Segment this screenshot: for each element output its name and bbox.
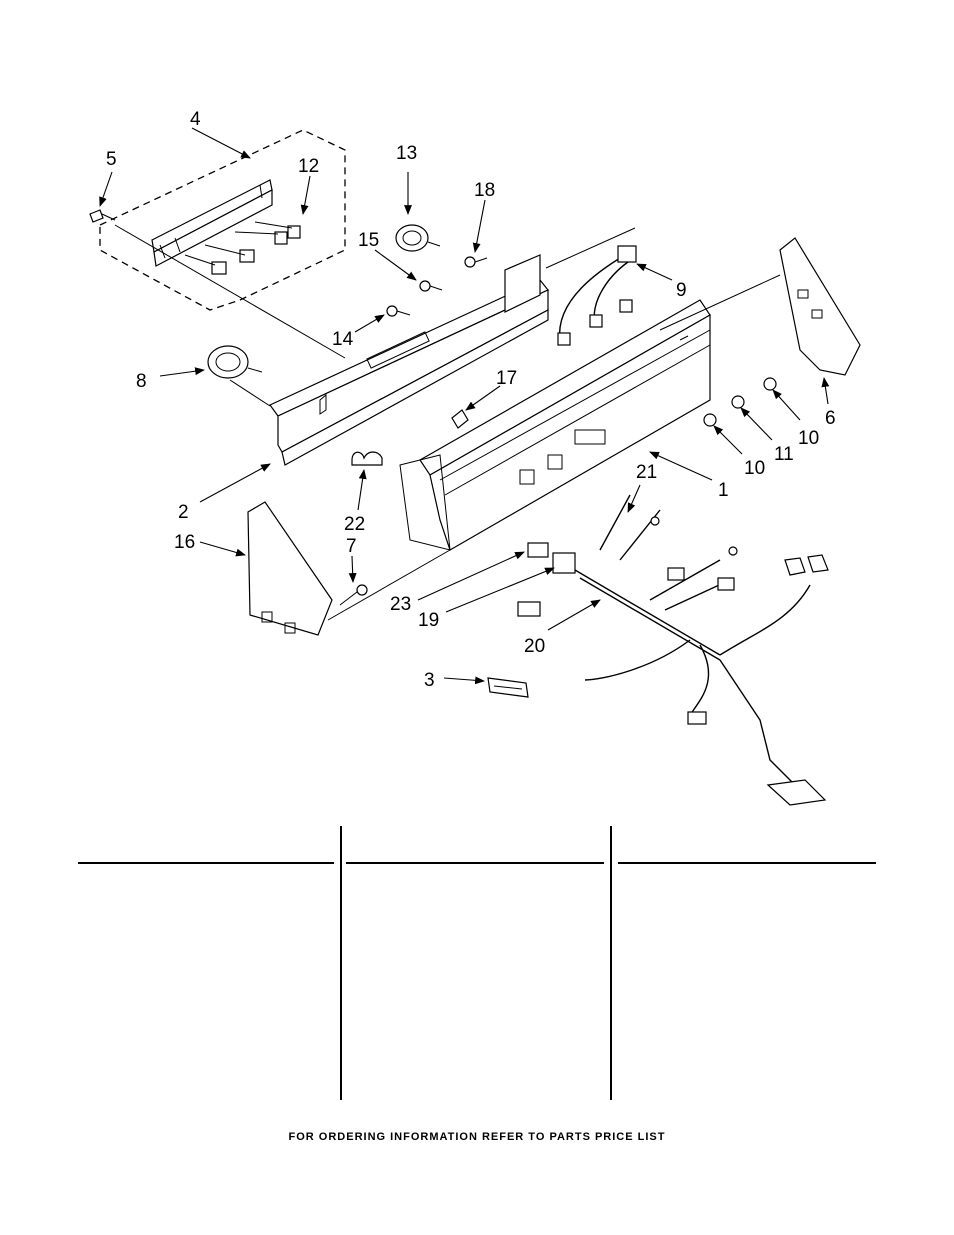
wiring-harness (517, 494, 829, 806)
table-divider-1 (340, 826, 342, 1100)
control-bracket-2 (269, 254, 549, 466)
callout-10a: 10 (798, 428, 819, 449)
parts-diagram: 1 2 3 4 5 6 7 8 9 10 10 11 12 13 14 15 1… (89, 109, 861, 806)
timer-8 (207, 345, 263, 379)
clip-17 (451, 409, 469, 429)
callout-21: 21 (636, 462, 657, 483)
end-cap-16 (247, 501, 333, 636)
callout-20: 20 (524, 636, 545, 657)
callout-18: 18 (474, 180, 495, 201)
harness-9 (557, 245, 637, 346)
screw-14 (386, 305, 411, 317)
button-10b (703, 413, 717, 427)
callout-1: 1 (718, 480, 729, 501)
screw-15 (419, 280, 443, 292)
table-header-rule-3 (618, 862, 876, 864)
callout-17: 17 (496, 368, 517, 389)
callout-22: 22 (344, 514, 365, 535)
callout-15: 15 (358, 230, 379, 251)
table-header-rule-2 (346, 862, 604, 864)
ordering-info-footer: FOR ORDERING INFORMATION REFER TO PARTS … (288, 1131, 666, 1143)
callout-4: 4 (190, 109, 201, 130)
callout-8: 8 (136, 371, 147, 392)
table-divider-2 (610, 826, 612, 1100)
callout-12: 12 (298, 156, 319, 177)
callout-14: 14 (332, 329, 354, 350)
callout-7: 7 (346, 536, 357, 557)
screw-5 (89, 209, 116, 223)
callout-labels: 1 2 3 4 5 6 7 8 9 10 10 11 12 13 14 15 1… (106, 109, 836, 691)
leader-lines (99, 127, 830, 685)
callout-3: 3 (424, 670, 435, 691)
button-10a (763, 377, 777, 391)
end-cap-6 (779, 237, 861, 376)
screw-7 (339, 584, 368, 606)
callout-13: 13 (396, 143, 417, 164)
table-header-rule-1 (78, 862, 334, 864)
callout-9: 9 (676, 280, 687, 301)
callout-2: 2 (178, 502, 189, 523)
terminal-block-3 (487, 677, 529, 698)
callout-10b: 10 (744, 458, 765, 479)
switch-assembly (99, 129, 346, 311)
alignment-lines (114, 224, 781, 621)
callout-6: 6 (825, 408, 836, 429)
button-11 (731, 395, 745, 409)
screw-18 (464, 256, 488, 268)
callout-5: 5 (106, 149, 117, 170)
callout-16: 16 (174, 532, 195, 553)
callout-23: 23 (390, 594, 411, 615)
clip-22 (351, 451, 383, 466)
callout-19: 19 (418, 610, 439, 631)
callout-11: 11 (774, 444, 794, 465)
console-1 (399, 299, 711, 551)
switch-13 (395, 224, 441, 252)
